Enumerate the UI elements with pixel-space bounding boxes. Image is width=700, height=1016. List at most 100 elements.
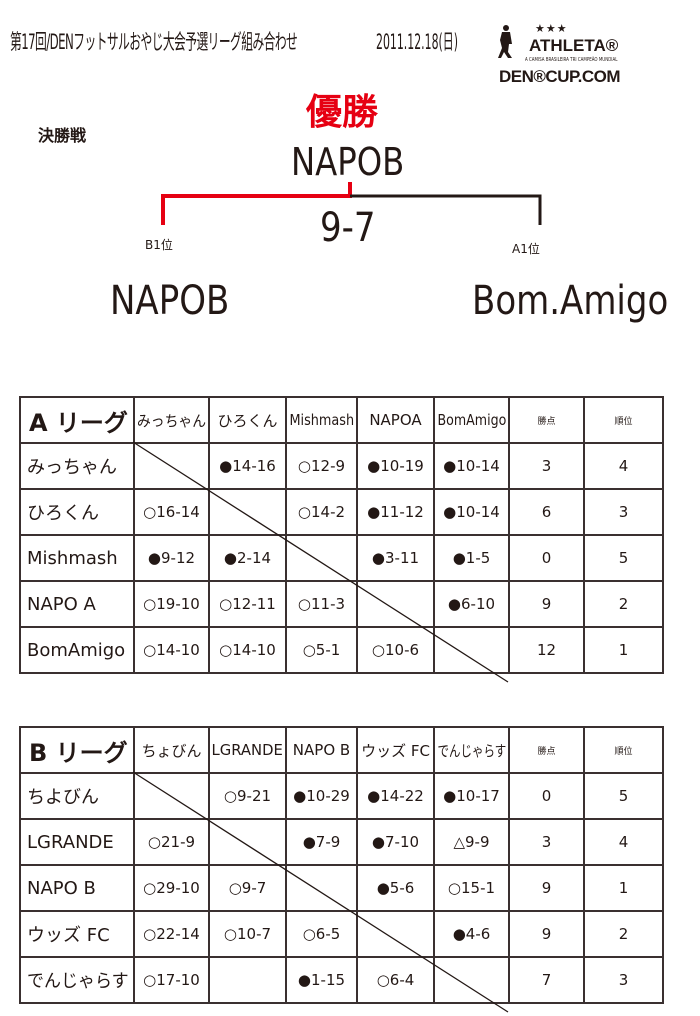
match-result-cell: ●1-15 xyxy=(285,956,358,1004)
match-result-cell: ○29-10 xyxy=(133,864,210,912)
rank: 5 xyxy=(618,549,629,567)
column-header-cell: 順位 xyxy=(583,726,664,774)
column-header-cell: でんじゃらす xyxy=(433,726,510,774)
match-result: ○14-2 xyxy=(297,503,346,521)
team-name-cell: LGRANDE xyxy=(19,818,135,866)
match-result: ○22-14 xyxy=(143,925,200,943)
team-name-cell: NAPO B xyxy=(19,864,135,912)
column-header: Mishmash xyxy=(289,411,354,429)
right-seed: A1位 xyxy=(512,242,540,256)
match-result: ○12-11 xyxy=(219,595,276,613)
self-match-cell xyxy=(356,580,435,628)
team-name-cell: BomAmigo xyxy=(19,626,135,674)
match-result: ●3-11 xyxy=(371,549,420,567)
right-finalist: Bom.Amigo xyxy=(472,278,669,324)
match-result-cell: ○11-3 xyxy=(285,580,358,628)
points: 6 xyxy=(541,503,552,521)
team-name-cell: でんじゃらす xyxy=(19,956,135,1004)
points-cell: 0 xyxy=(508,772,585,820)
match-result: ●10-14 xyxy=(443,503,500,521)
points-cell: 9 xyxy=(508,910,585,958)
match-result: ○5-1 xyxy=(302,641,341,659)
rank: 1 xyxy=(618,879,629,897)
match-result: ●10-29 xyxy=(293,787,350,805)
match-result-cell: ●5-6 xyxy=(356,864,435,912)
match-result-cell: ●10-14 xyxy=(433,488,510,536)
player-icon xyxy=(498,25,512,58)
self-match-cell xyxy=(356,910,435,958)
column-header: ひろくん xyxy=(217,411,278,430)
match-result-cell: ○16-14 xyxy=(133,488,210,536)
self-match-cell xyxy=(285,864,358,912)
team-name: NAPO B xyxy=(27,877,96,899)
match-result: ○10-7 xyxy=(223,925,272,943)
rank-cell: 4 xyxy=(583,818,664,866)
match-result-cell: ○6-5 xyxy=(285,910,358,958)
match-result: ●7-9 xyxy=(302,833,341,851)
league-name-cell: A リーグ xyxy=(19,396,135,444)
match-result-cell: ●4-6 xyxy=(433,910,510,958)
match-result: △9-9 xyxy=(453,833,490,851)
match-result: ○21-9 xyxy=(147,833,196,851)
match-result: ●9-12 xyxy=(147,549,196,567)
match-result: ●4-6 xyxy=(452,925,491,943)
points-cell: 9 xyxy=(508,864,585,912)
match-result-cell: ●10-17 xyxy=(433,772,510,820)
match-result-cell: ○5-1 xyxy=(285,626,358,674)
team-name: ウッズ FC xyxy=(27,925,110,946)
rank-cell: 5 xyxy=(583,772,664,820)
match-result-cell: ●1-5 xyxy=(433,534,510,582)
column-header-cell: BomAmigo xyxy=(433,396,510,444)
match-result-cell: ●9-12 xyxy=(133,534,210,582)
logo-site: DEN®CUP.COM xyxy=(499,67,621,86)
match-result: ○6-5 xyxy=(302,925,341,943)
match-result-cell: ○12-11 xyxy=(208,580,287,628)
rank-cell: 4 xyxy=(583,442,664,490)
points: 9 xyxy=(541,925,552,943)
points: 12 xyxy=(536,641,557,659)
match-result: ○14-10 xyxy=(143,641,200,659)
column-header: 順位 xyxy=(614,746,633,757)
match-result: ●10-14 xyxy=(443,457,500,475)
column-header: 勝点 xyxy=(537,746,556,757)
match-result-cell: ●11-12 xyxy=(356,488,435,536)
rank-cell: 1 xyxy=(583,626,664,674)
match-result: ●14-16 xyxy=(219,457,276,475)
points: 0 xyxy=(541,549,552,567)
rank-cell: 5 xyxy=(583,534,664,582)
rank: 4 xyxy=(618,833,629,851)
team-name-cell: Mishmash xyxy=(19,534,135,582)
match-result: ○16-14 xyxy=(143,503,200,521)
match-result: ○11-3 xyxy=(297,595,346,613)
final-label: 決勝戦 xyxy=(38,126,87,145)
match-result-cell: ○14-10 xyxy=(208,626,287,674)
match-result-cell: ○10-7 xyxy=(208,910,287,958)
match-result-cell: ○9-7 xyxy=(208,864,287,912)
rank-cell: 3 xyxy=(583,488,664,536)
column-header-cell: みっちゃん xyxy=(133,396,210,444)
left-seed: B1位 xyxy=(145,238,173,252)
left-finalist: NAPOB xyxy=(110,278,230,324)
match-result: ●1-15 xyxy=(297,971,346,989)
team-name-cell: みっちゃん xyxy=(19,442,135,490)
league-name-cell: B リーグ xyxy=(19,726,135,774)
points-cell: 7 xyxy=(508,956,585,1004)
points: 3 xyxy=(541,833,552,851)
logo-stars: ★★★ xyxy=(535,22,568,35)
match-result: ●11-12 xyxy=(367,503,424,521)
match-result-cell: ○15-1 xyxy=(433,864,510,912)
match-result: ○17-10 xyxy=(143,971,200,989)
match-result-cell: ○14-10 xyxy=(133,626,210,674)
column-header-cell: ひろくん xyxy=(208,396,287,444)
match-result-cell: ●14-22 xyxy=(356,772,435,820)
rank: 5 xyxy=(618,787,629,805)
match-result-cell: △9-9 xyxy=(433,818,510,866)
rank-cell: 3 xyxy=(583,956,664,1004)
